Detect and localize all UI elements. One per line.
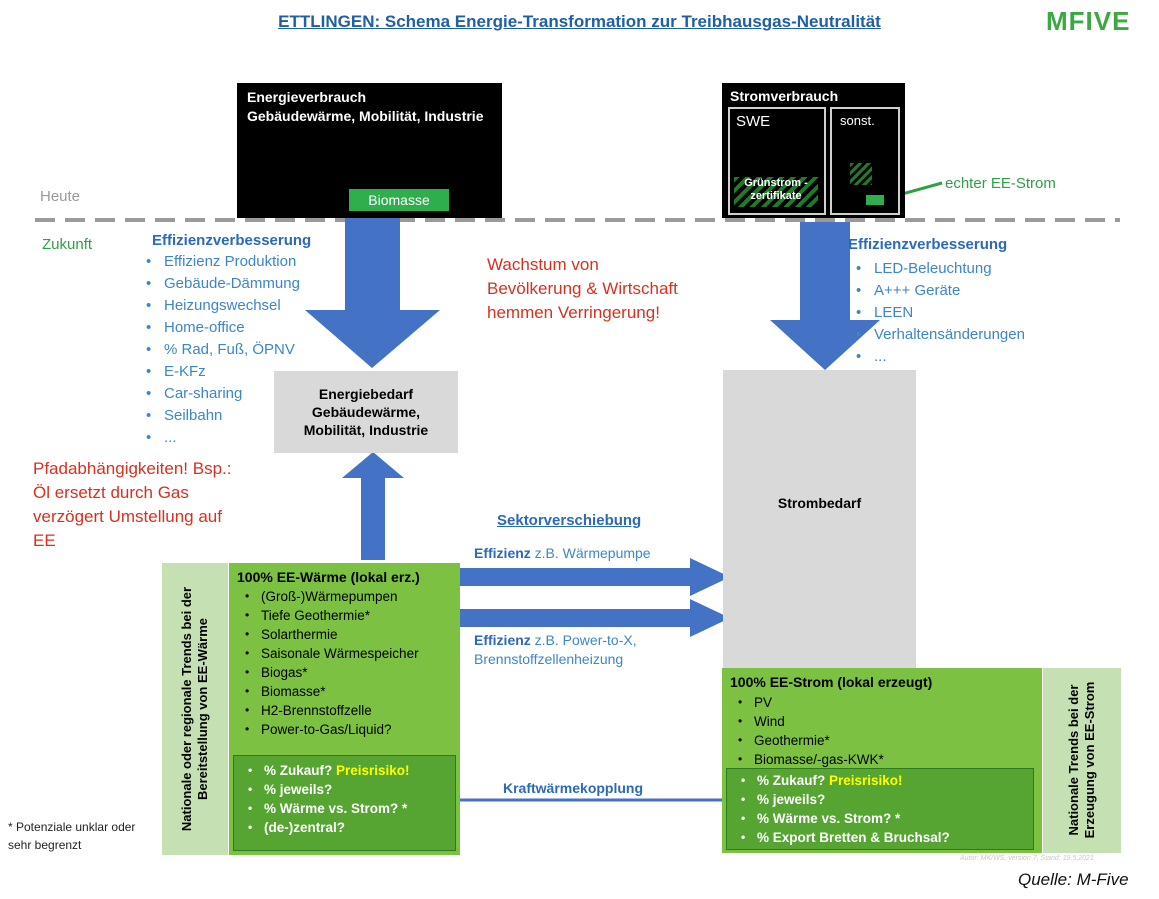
ee-strom-side-label: Nationale Trends bei der Erzeugung von E… (1066, 681, 1097, 839)
arrow-up-waerme (342, 452, 404, 560)
list-item: Seilbahn (146, 405, 300, 427)
energiebedarf-box: Energiebedarf Gebäudewärme, Mobilität, I… (274, 371, 458, 453)
sonst-box: sonst. (830, 107, 900, 215)
list-item: Home-office (146, 317, 300, 339)
strombedarf-label: Strombedarf (777, 495, 862, 511)
list-item: ... (856, 346, 1025, 368)
pfad-note: Pfadabhängigkeiten! Bsp.: Öl ersetzt dur… (33, 459, 232, 550)
quelle-label: Quelle: M-Five (1018, 870, 1129, 889)
list-item: Saisonale Wärmespeicher (245, 644, 419, 663)
preisrisiko-highlight: Preisrisiko! (829, 773, 903, 788)
sektor-effizienz-1: Effizienz z.B. Wärmepumpe (474, 545, 651, 561)
list-item: % Rad, Fuß, ÖPNV (146, 339, 300, 361)
sektor-heading: Sektorverschiebung (497, 512, 642, 529)
list-item: Tiefe Geothermie* (245, 606, 419, 625)
list-item: (Groß-)Wärmepumpen (245, 587, 419, 606)
list-item: LEEN (856, 302, 1025, 324)
sektor-effizienz-1-bold: Effizienz (474, 545, 531, 561)
ee-waerme-side-label: Nationale oder regionale Trends bei der … (179, 586, 210, 832)
energieverbrauch-title: Energieverbrauch (247, 89, 367, 105)
list-item: % Zukauf? Preisrisiko! (741, 771, 950, 790)
preisrisiko-highlight: Preisrisiko! (336, 763, 410, 778)
list-item: Gebäude-Dämmung (146, 273, 300, 295)
ee-waerme-sub-list: % Zukauf? Preisrisiko! % jeweils? % Wärm… (242, 761, 410, 837)
stromverbrauch-title: Stromverbrauch (730, 88, 839, 104)
page-title: ETTLINGEN: Schema Energie-Transformation… (278, 12, 881, 31)
swe-label: SWE (736, 113, 771, 130)
list-item: % Wärme vs. Strom? * (741, 809, 950, 828)
list-item: Power-to-Gas/Liquid? (245, 720, 419, 739)
ee-strom-sub-box: % Zukauf? Preisrisiko! % jeweils? % Wärm… (726, 768, 1034, 850)
gruenstrom-label: Grünstrom -zertifikate (734, 177, 818, 207)
strombedarf-box: Strombedarf (723, 370, 916, 670)
ee-waerme-box: 100% EE-Wärme (lokal erz.) (Groß-)Wärmep… (229, 563, 460, 855)
sonst-label: sonst. (840, 113, 875, 128)
sektor-effizienz-2: Effizienz z.B. Power-to-X, Brennstoffzel… (474, 631, 637, 669)
hatched-mark (850, 163, 872, 185)
ee-strom-box: 100% EE-Strom (lokal erzeugt) PV Wind Ge… (722, 668, 1042, 853)
ee-strom-sub-list: % Zukauf? Preisrisiko! % jeweils? % Wärm… (735, 771, 950, 847)
zukunft-label: Zukunft (42, 236, 93, 253)
list-item: % Wärme vs. Strom? * (248, 799, 410, 818)
list-item: % Export Bretten & Bruchsal? (741, 828, 950, 847)
arrow-down-strom (770, 222, 880, 370)
echter-ee-strom-label: echter EE-Strom (945, 175, 1056, 192)
effizienz-right-list: LED-Beleuchtung A+++ Geräte LEEN Verhalt… (852, 258, 1025, 368)
biomasse-badge: Biomasse (349, 189, 449, 211)
list-item: Wind (738, 712, 884, 731)
stromverbrauch-box: Stromverbrauch SWE Grünstrom -zertifikat… (722, 83, 905, 218)
list-item: Biomasse/-gas-KWK* (738, 750, 884, 769)
list-item: E-KFz (146, 361, 300, 383)
author-note: Autor: MK/WS, version 7, Stand: 19.5.202… (960, 855, 1094, 862)
list-item: A+++ Geräte (856, 280, 1025, 302)
sektor-effizienz-2-rest: z.B. Power-to-X, (530, 632, 637, 648)
list-item: LED-Beleuchtung (856, 258, 1025, 280)
list-item: Biogas* (245, 663, 419, 682)
sektor-effizienz-2-bold: Effizienz (474, 632, 531, 648)
swe-box: SWE Grünstrom -zertifikate (728, 107, 826, 215)
energieverbrauch-box: Energieverbrauch Gebäudewärme, Mobilität… (237, 83, 502, 218)
list-item: Car-sharing (146, 383, 300, 405)
sektor-effizienz-2-line2: Brennstoffzellenheizung (474, 651, 624, 667)
mfive-logo: MFIVE (1046, 6, 1131, 36)
list-item: ... (146, 427, 300, 449)
ee-waerme-list: (Groß-)Wärmepumpen Tiefe Geothermie* Sol… (239, 587, 419, 739)
arrow-down-energy (305, 216, 440, 368)
list-item: % jeweils? (248, 780, 410, 799)
arrow-sektor-2 (460, 599, 730, 637)
sektor-effizienz-1-rest: z.B. Wärmepumpe (530, 545, 651, 561)
ee-waerme-sub-box: % Zukauf? Preisrisiko! % jeweils? % Wärm… (233, 755, 456, 851)
list-item: PV (738, 693, 884, 712)
ee-waerme-heading: 100% EE-Wärme (lokal erz.) (237, 569, 420, 585)
list-item: % jeweils? (741, 790, 950, 809)
ee-strom-mark (866, 195, 884, 205)
ee-strom-list: PV Wind Geothermie* Biomasse/-gas-KWK* (732, 693, 884, 769)
sub-zukauf: % Zukauf? (264, 763, 337, 778)
effizienz-right-heading: Effizienzverbesserung (848, 236, 1008, 253)
list-item: Verhaltensänderungen (856, 324, 1025, 346)
ee-strom-heading: 100% EE-Strom (lokal erzeugt) (730, 674, 933, 690)
list-item: Heizungswechsel (146, 295, 300, 317)
wachstum-note: Wachstum von Bevölkerung & Wirtschaft he… (487, 255, 678, 322)
energieverbrauch-subtitle: Gebäudewärme, Mobilität, Industrie (247, 108, 484, 124)
arrow-sektor-1 (460, 558, 730, 596)
list-item: Biomasse* (245, 682, 419, 701)
ee-strom-side-box: Nationale Trends bei der Erzeugung von E… (1043, 668, 1121, 853)
kwk-label: Kraftwärmekopplung (503, 780, 644, 796)
sub-zukauf: % Zukauf? (757, 773, 830, 788)
energiebedarf-label: Energiebedarf Gebäudewärme, Mobilität, I… (303, 386, 429, 438)
effizienz-left-heading: Effizienzverbesserung (152, 232, 312, 249)
list-item: H2-Brennstoffzelle (245, 701, 419, 720)
heute-label: Heute (40, 188, 81, 205)
effizienz-left-list: Effizienz Produktion Gebäude-Dämmung Hei… (142, 251, 300, 449)
list-item: (de-)zentral? (248, 818, 410, 837)
footnote: * Potenziale unklar oder sehr begrenzt (8, 820, 136, 852)
list-item: Effizienz Produktion (146, 251, 300, 273)
list-item: % Zukauf? Preisrisiko! (248, 761, 410, 780)
ee-waerme-side-box: Nationale oder regionale Trends bei der … (162, 563, 228, 855)
list-item: Solarthermie (245, 625, 419, 644)
list-item: Geothermie* (738, 731, 884, 750)
